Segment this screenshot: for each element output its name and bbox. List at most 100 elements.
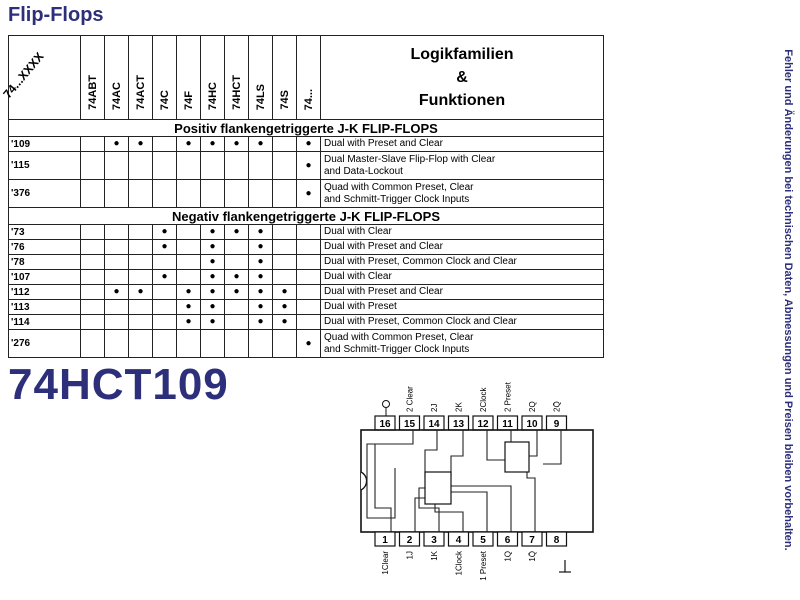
pin-label: 1J bbox=[406, 551, 415, 559]
pin-box bbox=[545, 531, 568, 547]
logik-header-line: Logikfamilien bbox=[410, 46, 514, 63]
pin-number: 5 bbox=[480, 535, 486, 546]
availability-dot: ● bbox=[248, 269, 273, 285]
empty-cell bbox=[80, 254, 105, 270]
part-number-cell: '276 bbox=[8, 329, 81, 358]
description-line: Quad with Common Preset, Clear bbox=[324, 181, 474, 193]
availability-dot: ● bbox=[224, 224, 249, 240]
empty-cell bbox=[104, 329, 129, 358]
availability-dot: ● bbox=[176, 284, 201, 300]
function-description-cell: Dual with Preset, Common Clock and Clear bbox=[320, 314, 604, 330]
pin-label: 2Clock bbox=[479, 387, 488, 412]
availability-dot: ● bbox=[224, 136, 249, 152]
empty-cell bbox=[176, 151, 201, 180]
side-note: Fehler und Änderungen bei technischen Da… bbox=[782, 49, 794, 551]
pin-number: 10 bbox=[526, 419, 538, 430]
description-line: Dual Master-Slave Flip-Flop with Clear bbox=[324, 153, 496, 165]
empty-cell bbox=[272, 151, 297, 180]
family-label: 74ACT bbox=[134, 75, 147, 110]
availability-dot: ● bbox=[176, 299, 201, 315]
description-line: and Data-Lockout bbox=[324, 165, 403, 177]
pin-label: 1 Preset bbox=[479, 550, 488, 581]
section-header-row: Negativ flankengetriggerte J-K FLIP-FLOP… bbox=[8, 207, 604, 225]
table-row: '78●●Dual with Preset, Common Clock and … bbox=[8, 254, 604, 270]
availability-dot: ● bbox=[248, 254, 273, 270]
pin-number: 15 bbox=[404, 419, 416, 430]
empty-cell bbox=[80, 299, 105, 315]
empty-cell bbox=[104, 269, 129, 285]
description-line: Dual with Preset and Clear bbox=[324, 286, 443, 297]
table-row: '107●●●●Dual with Clear bbox=[8, 269, 604, 285]
empty-cell bbox=[152, 179, 177, 208]
internal-wiring bbox=[366, 430, 562, 532]
logik-header: Logikfamilien & Funktionen bbox=[320, 35, 604, 120]
logik-header-line: Funktionen bbox=[418, 92, 506, 109]
empty-cell bbox=[80, 151, 105, 180]
empty-cell bbox=[296, 239, 321, 255]
empty-cell bbox=[128, 254, 153, 270]
pin-box bbox=[374, 531, 396, 547]
availability-dot: ● bbox=[296, 179, 321, 208]
availability-dot: ● bbox=[200, 299, 225, 315]
empty-cell bbox=[152, 151, 177, 180]
pin-label: 2K bbox=[455, 402, 464, 412]
empty-cell bbox=[296, 254, 321, 270]
empty-cell bbox=[176, 224, 201, 240]
family-header: 74HCT bbox=[224, 35, 249, 120]
function-description-cell: Dual with Preset bbox=[320, 299, 604, 315]
empty-cell bbox=[152, 314, 177, 330]
empty-cell bbox=[272, 179, 297, 208]
part-number-cell: '376 bbox=[8, 179, 81, 208]
empty-cell bbox=[80, 179, 105, 208]
empty-cell bbox=[176, 254, 201, 270]
availability-dot: ● bbox=[176, 136, 201, 152]
family-label: 74F bbox=[182, 91, 195, 110]
empty-cell bbox=[224, 151, 249, 180]
empty-cell bbox=[152, 329, 177, 358]
family-label: 74ABT bbox=[86, 75, 99, 110]
part-number-cell: '109 bbox=[8, 136, 81, 152]
pin-box bbox=[496, 531, 519, 547]
empty-cell bbox=[272, 269, 297, 285]
table-body: Positiv flankengetriggerte J-K FLIP-FLOP… bbox=[8, 119, 604, 358]
family-header: 74S bbox=[272, 35, 297, 120]
page-title: Flip-Flops bbox=[8, 4, 104, 26]
part-number-heading: 74HCT109 bbox=[8, 360, 229, 409]
function-description-cell: Dual with Preset and Clear bbox=[320, 239, 604, 255]
empty-cell bbox=[296, 284, 321, 300]
family-label: 74C bbox=[158, 89, 171, 110]
empty-cell bbox=[104, 151, 129, 180]
family-label: 74S bbox=[278, 90, 291, 110]
pin-number: 4 bbox=[456, 535, 462, 546]
function-description-cell: Dual with Clear bbox=[320, 269, 604, 285]
empty-cell bbox=[128, 151, 153, 180]
pin-label: 1Q bbox=[504, 551, 513, 562]
flip-flop-2-symbol bbox=[504, 441, 530, 473]
availability-dot: ● bbox=[248, 239, 273, 255]
empty-cell bbox=[152, 299, 177, 315]
empty-cell bbox=[248, 151, 273, 180]
availability-dot: ● bbox=[152, 224, 177, 240]
availability-dot: ● bbox=[176, 314, 201, 330]
empty-cell bbox=[176, 239, 201, 255]
availability-dot: ● bbox=[128, 136, 153, 152]
pin-box bbox=[398, 531, 421, 547]
function-description-cell: Dual with Preset, Common Clock and Clear bbox=[320, 254, 604, 270]
function-description-cell: Dual with Preset and Clear bbox=[320, 136, 604, 152]
empty-cell bbox=[296, 299, 321, 315]
section-title: Positiv flankengetriggerte J-K FLIP-FLOP… bbox=[8, 119, 604, 137]
family-header: 74C bbox=[152, 35, 177, 120]
pin-number: 11 bbox=[502, 419, 513, 430]
empty-cell bbox=[152, 254, 177, 270]
empty-cell bbox=[128, 299, 153, 315]
family-header: 74ABT bbox=[80, 35, 105, 120]
table-row: '112●●●●●●●Dual with Preset and Clear bbox=[8, 284, 604, 300]
family-label: 74LS bbox=[254, 83, 267, 110]
empty-cell bbox=[200, 329, 225, 358]
availability-dot: ● bbox=[272, 314, 297, 330]
